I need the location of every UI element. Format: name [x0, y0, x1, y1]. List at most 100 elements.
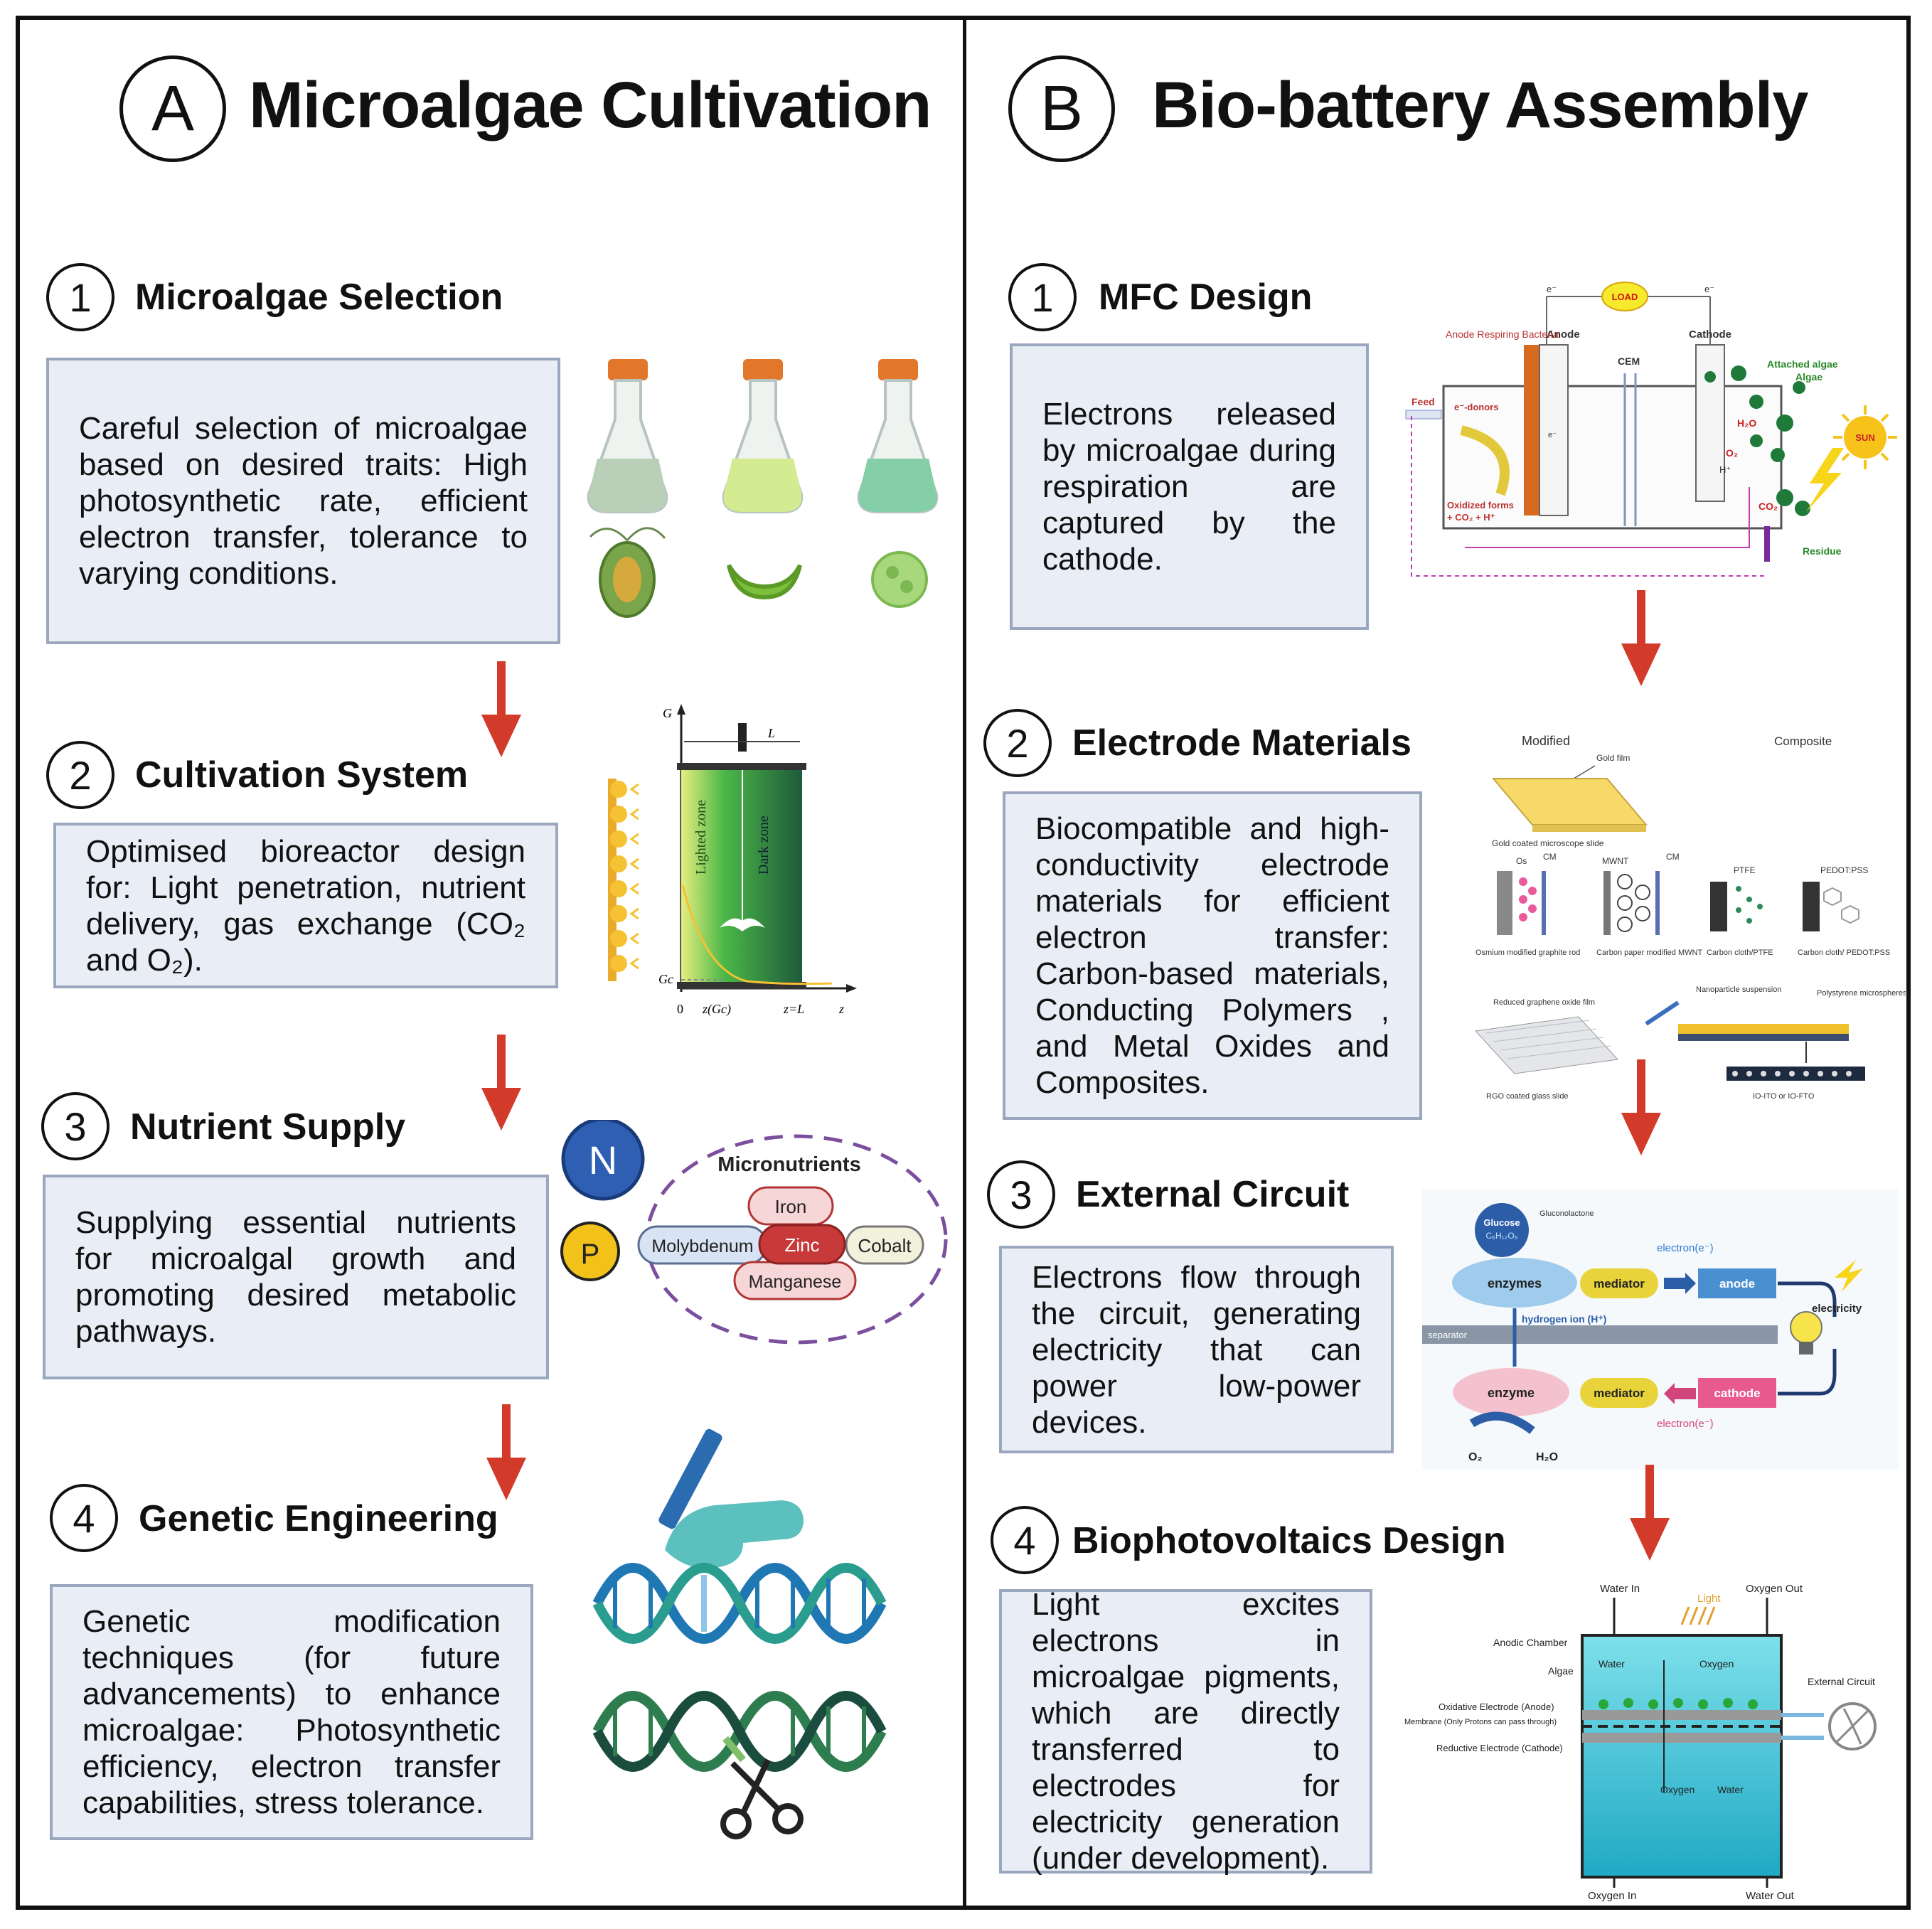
- mfc-e2: e⁻: [1704, 284, 1714, 294]
- rgo-slide-illustration: [1474, 1016, 1619, 1074]
- flasks-illustration: [587, 359, 939, 618]
- mfc-e-donors: e⁻-donors: [1454, 402, 1498, 412]
- algae-cell-1: [589, 527, 666, 618]
- panel-a-title: Microalgae Cultivation: [249, 69, 932, 141]
- enzymes-label: enzymes: [1488, 1276, 1542, 1291]
- step-a1-text: Careful selection of microalgae based on…: [79, 411, 528, 591]
- pedot-label: PEDOT:PSS: [1820, 865, 1868, 875]
- electron2-label: electron(e⁻): [1657, 1418, 1714, 1430]
- bpv-algae-label: Algae: [1548, 1665, 1574, 1677]
- lighted-zone-label: Lighted zone: [693, 800, 709, 875]
- os-label: Os: [1516, 856, 1527, 866]
- micronutrients-title: Micronutrients: [717, 1153, 860, 1176]
- bpv-oxygen-label: Oxygen: [1699, 1658, 1734, 1669]
- step-a3-number: 3: [41, 1092, 110, 1160]
- osmium-label: Osmium modified graphite rod: [1475, 949, 1580, 957]
- step-a2-number: 2: [46, 741, 114, 809]
- arrow-b2-b3: [1621, 1059, 1661, 1155]
- rgo-slide-label: RGO coated glass slide: [1486, 1092, 1569, 1101]
- arrow-a2-a3: [481, 1035, 521, 1131]
- genetic-engineering-illustration: [592, 1428, 887, 1839]
- step-b1-box: Electrons released by microalgae during …: [1010, 343, 1369, 630]
- step-b1-text: Electrons released by microalgae during …: [1042, 397, 1336, 577]
- carbon-paper-label: Carbon paper modified MWNT: [1596, 949, 1702, 957]
- ptfe-label: PTFE: [1734, 865, 1756, 875]
- step-b1-title: MFC Design: [1099, 277, 1313, 318]
- step-b4-number: 4: [991, 1506, 1059, 1574]
- step-a3-title: Nutrient Supply: [130, 1106, 406, 1148]
- mfc-e1: e⁻: [1547, 284, 1557, 294]
- mfc-e3: e⁻: [1548, 431, 1557, 439]
- glucose-label: Glucose: [1483, 1217, 1520, 1228]
- step-b2-text: Biocompatible and high-conductivity elec…: [1035, 811, 1389, 1100]
- bioreactor-illustration: G L Lighted zone Dark zone Gc 0 z(Gc) z=…: [608, 704, 857, 1017]
- mfc-anode-bacteria: Anode Respiring Bacteria: [1446, 328, 1559, 340]
- step-a4-number: 4: [50, 1484, 118, 1552]
- oxygen-out-label: Oxygen Out: [1746, 1583, 1803, 1595]
- external-circuit-diagram: Glucose C₆H₁₂O₆ Gluconolactone enzymes m…: [1422, 1189, 1899, 1470]
- circuit-h2o-label: H₂O: [1536, 1451, 1558, 1463]
- algae-cell-3: [871, 551, 928, 608]
- mfc-diagram: LOAD e⁻ e⁻ Anode Cathode CEM Anode Respi…: [1405, 282, 1897, 577]
- step-b3-number: 3: [987, 1160, 1055, 1229]
- mfc-cathode-label: Cathode: [1689, 328, 1731, 341]
- gc-label: Gc: [658, 972, 673, 986]
- load-label: LOAD: [1612, 292, 1638, 302]
- step-b2-title: Electrode Materials: [1072, 722, 1411, 764]
- light-label: Light: [1697, 1593, 1721, 1605]
- phosphorus-badge: P: [581, 1239, 600, 1270]
- mfc-feed: Feed: [1411, 396, 1435, 407]
- gold-film-label: Gold film: [1596, 753, 1630, 763]
- scissors-icon: [720, 1758, 804, 1839]
- molybdenum-label: Molybdenum: [651, 1236, 753, 1256]
- dna-strand-2-icon: [592, 1691, 887, 1772]
- step-b3-box: Electrons flow through the circuit, gene…: [999, 1246, 1394, 1453]
- panel-b-title: Bio-battery Assembly: [1152, 69, 1808, 141]
- iron-label: Iron: [775, 1196, 807, 1217]
- step-b4-title: Biophotovoltaics Design: [1072, 1520, 1506, 1561]
- electron1-label: electron(e⁻): [1657, 1242, 1714, 1254]
- anodic-chamber-label: Anodic Chamber: [1493, 1637, 1568, 1648]
- rgo-film-label: Reduced graphene oxide film: [1493, 998, 1595, 1007]
- mfc-co2: CO₂: [1758, 501, 1778, 512]
- cm2-label: CM: [1666, 852, 1680, 862]
- step-a4-box: Genetic modification techniques (for fut…: [50, 1584, 533, 1840]
- step-a3-box: Supplying essential nutrients for microa…: [43, 1175, 549, 1379]
- mfc-h: H⁺: [1719, 464, 1731, 475]
- axis-g-label: G: [663, 706, 672, 720]
- gluconolactone-label: Gluconolactone: [1539, 1209, 1594, 1218]
- poly-label: Polystyrene microspheres: [1817, 989, 1906, 998]
- step-a1-number: 1: [46, 263, 114, 331]
- cobalt-label: Cobalt: [858, 1235, 912, 1256]
- io-label: IO-ITO or IO-FTO: [1753, 1092, 1815, 1101]
- arrow-b1-b2: [1621, 590, 1661, 686]
- glucose-formula: C₆H₁₂O₆: [1485, 1231, 1517, 1241]
- reductive-label: Reductive Electrode (Cathode): [1436, 1743, 1563, 1753]
- external-circuit-label: External Circuit: [1808, 1676, 1875, 1687]
- mwnt-label: MWNT: [1602, 856, 1629, 866]
- zinc-label: Zinc: [784, 1234, 819, 1256]
- mfc-anode-label: Anode: [1547, 328, 1580, 341]
- nitrogen-badge: N: [589, 1138, 617, 1182]
- step-a3-text: Supplying essential nutrients for microa…: [75, 1205, 516, 1349]
- bpv-water-label: Water: [1599, 1658, 1625, 1669]
- mfc-oxidized: Oxidized forms: [1447, 500, 1514, 511]
- carbon-cloth2-label: Carbon cloth/ PEDOT:PSS: [1798, 949, 1890, 957]
- z-label: z: [838, 1002, 844, 1016]
- circuit-o2-label: O₂: [1468, 1451, 1483, 1463]
- zl-label: z=L: [783, 1002, 804, 1016]
- step-b3-title: External Circuit: [1076, 1174, 1350, 1215]
- zgc-label: z(Gc): [702, 1002, 731, 1017]
- carbon-cloth-label: Carbon cloth/PTFE: [1707, 949, 1773, 957]
- cm1-label: CM: [1543, 852, 1557, 862]
- dark-zone-label: Dark zone: [756, 816, 772, 875]
- electrode-materials-diagram: Modified Composite Gold film Gold coated…: [1474, 734, 1906, 1101]
- manganese-label: Manganese: [749, 1272, 842, 1292]
- modified-label: Modified: [1522, 734, 1570, 748]
- enzyme-label: enzyme: [1488, 1386, 1535, 1400]
- sun-icon: SUN: [1833, 405, 1897, 469]
- step-a1-title: Microalgae Selection: [135, 277, 503, 318]
- arrow-a3-a4: [486, 1404, 526, 1500]
- arrow-b3-b4: [1630, 1465, 1670, 1561]
- mediator1-label: mediator: [1594, 1277, 1645, 1291]
